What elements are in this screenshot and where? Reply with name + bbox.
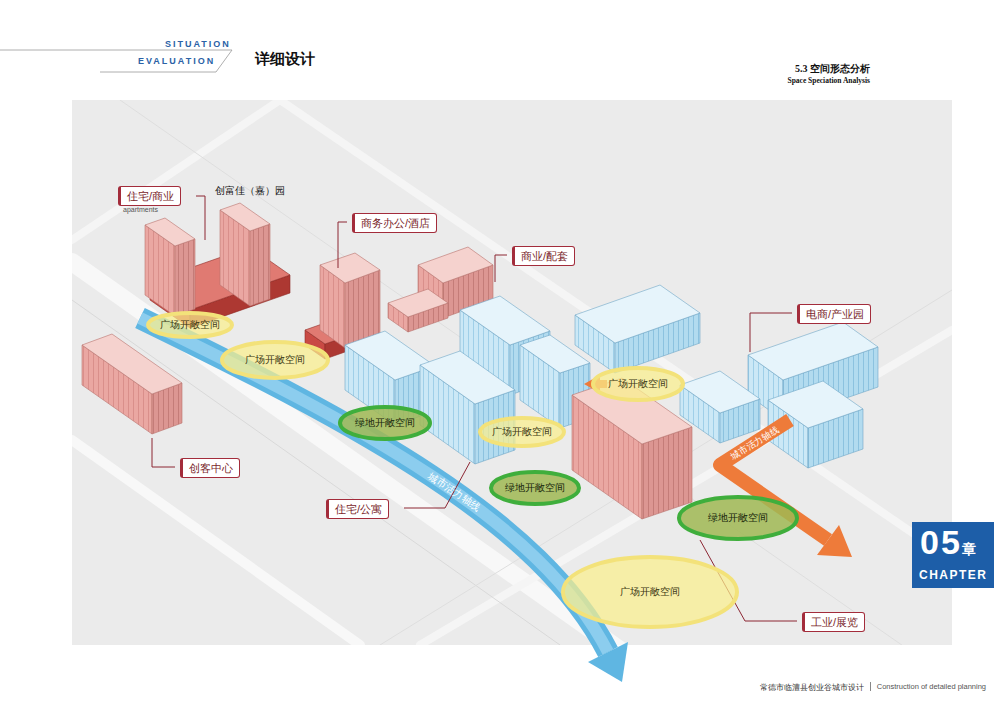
callout-label: 住宅/商业apartments — [118, 186, 181, 206]
section-number: 5.3 空间形态分析 — [795, 62, 870, 76]
chapter-text: CHAPTER — [912, 567, 994, 583]
plaza-space-ellipse: 广场开敞空间 — [219, 339, 331, 381]
block — [420, 351, 515, 464]
space-text: 绿地开敞空间 — [505, 482, 565, 494]
section-tag: SITUATION — [165, 39, 231, 49]
callout-text: 创客中心 — [189, 462, 233, 474]
callout-label: 商业/配套 — [512, 246, 575, 266]
project-name: 创富佳（嘉）园 — [215, 184, 285, 198]
space-text: 广场开敞空间 — [160, 319, 220, 331]
tower — [145, 218, 195, 316]
callout-text: 住宅/公寓 — [335, 503, 382, 515]
callout-subtext: apartments — [123, 206, 158, 214]
plaza-space-ellipse: 广场开敞空间 — [590, 365, 686, 403]
green-space-ellipse: 绿地开敞空间 — [676, 494, 800, 542]
callout-text: 工业/展览 — [811, 616, 858, 628]
ellipse-outline — [222, 342, 328, 378]
plaza-space-ellipse: 广场开敞空间 — [560, 554, 740, 630]
block — [82, 334, 182, 434]
chapter-text: 章 — [962, 541, 976, 557]
callout-label: 商务办公/酒店 — [352, 213, 437, 233]
callout-text: 商务办公/酒店 — [361, 217, 430, 229]
block — [575, 285, 700, 373]
callout-text: 住宅/商业 — [127, 190, 174, 202]
section-subtitle: Space Speciation Analysis — [787, 76, 870, 85]
tower — [220, 203, 270, 306]
plaza-space-ellipse: 广场开敞空间 — [477, 415, 567, 449]
buildings — [82, 203, 878, 519]
callout-text: 电商/产业园 — [806, 308, 864, 320]
callout-label: 工业/展览 — [802, 612, 865, 632]
badge-row: 05章 — [912, 522, 994, 567]
space-text: 绿地开敞空间 — [355, 417, 415, 429]
header-rule — [0, 50, 232, 72]
callout-label: 住宅/公寓 — [326, 499, 389, 519]
green-space-ellipse: 绿地开敞空间 — [488, 469, 582, 507]
callout-label: 电商/产业园 — [797, 304, 871, 324]
leader-lines — [152, 196, 797, 621]
footer-text: 常德市临澧县创业谷城市设计 — [760, 682, 864, 693]
ellipse-outline — [593, 368, 683, 400]
chapter-badge: 05章CHAPTER — [912, 522, 994, 588]
ellipse-outline — [679, 497, 797, 539]
site-ground — [72, 100, 952, 645]
ellipse-outline — [340, 407, 430, 439]
chapter-text: 05 — [920, 523, 962, 561]
callout-text: 商业/配套 — [521, 250, 568, 262]
section-tag: EVALUATION — [138, 56, 215, 66]
ellipse-outline — [148, 313, 232, 337]
plaza-space-ellipse: 广场开敞空间 — [145, 310, 235, 340]
space-text: 广场开敞空间 — [492, 426, 552, 438]
block — [388, 289, 448, 332]
ellipse-outline — [491, 472, 579, 504]
green-space-ellipse: 绿地开敞空间 — [337, 404, 433, 442]
ellipse-outline — [480, 418, 564, 446]
footer-text: Construction of detailed planning — [870, 682, 986, 691]
space-text: 绿地开敞空间 — [708, 512, 768, 524]
vitality-axis-blue — [140, 318, 628, 682]
space-text: 广场开敞空间 — [620, 586, 680, 598]
space-text: 广场开敞空间 — [245, 354, 305, 366]
ellipse-outline — [563, 557, 737, 627]
vitality-axis-orange — [584, 375, 852, 557]
roads — [72, 100, 952, 645]
page-title: 详细设计 — [255, 50, 315, 69]
tower — [320, 253, 380, 348]
callout-label: 创客中心 — [180, 458, 240, 478]
space-text: 广场开敞空间 — [608, 378, 668, 390]
